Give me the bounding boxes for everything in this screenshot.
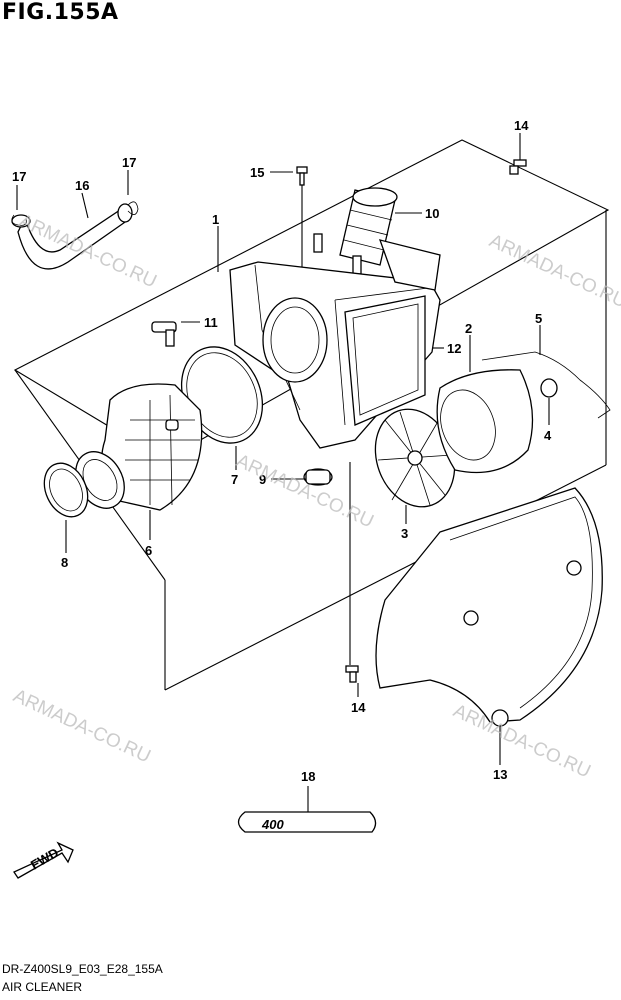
fwd-arrow-icon: FWD xyxy=(13,841,74,879)
air-cleaner-case xyxy=(229,239,441,449)
figure-title: FIG.155A xyxy=(2,0,119,25)
callout-17a: 17 xyxy=(12,169,26,184)
screw-15 xyxy=(296,166,308,186)
leader-lines xyxy=(16,133,550,812)
decal-text: 400 xyxy=(261,817,284,832)
figure-name: AIR CLEANER xyxy=(2,980,83,994)
breather-hose xyxy=(11,203,133,270)
callout-7: 7 xyxy=(231,472,238,487)
callout-16: 16 xyxy=(75,178,89,193)
watermark-3: ARMADA-CO.RU xyxy=(233,450,377,532)
callout-3: 3 xyxy=(401,526,408,541)
callout-13: 13 xyxy=(493,767,507,782)
callout-18: 18 xyxy=(301,769,315,784)
screw-14-bottom xyxy=(345,665,359,683)
pin-10 xyxy=(352,255,362,275)
callout-10: 10 xyxy=(425,206,439,221)
callout-14-bottom: 14 xyxy=(351,700,366,715)
callout-4: 4 xyxy=(544,428,552,443)
side-cover xyxy=(375,487,603,727)
pin xyxy=(313,233,323,253)
figure-code: DR-Z400SL9_E03_E28_155A xyxy=(2,962,163,976)
callout-9: 9 xyxy=(259,472,266,487)
washer-4 xyxy=(540,378,558,398)
callout-8: 8 xyxy=(61,555,68,570)
callout-6: 6 xyxy=(145,543,152,558)
callout-1: 1 xyxy=(212,212,219,227)
screw-14-top xyxy=(509,159,527,175)
callout-labels: 17 16 17 15 1 10 14 11 12 2 5 4 7 9 3 6 … xyxy=(12,118,552,784)
callout-2: 2 xyxy=(465,321,472,336)
callout-17b: 17 xyxy=(122,155,136,170)
filter-cage xyxy=(374,408,456,508)
wire-clip xyxy=(481,351,611,419)
callout-15: 15 xyxy=(250,165,264,180)
clamp-8 xyxy=(43,462,89,518)
watermark-4: ARMADA-CO.RU xyxy=(10,685,154,767)
decal-18: 400 xyxy=(237,811,377,833)
fwd-label: FWD xyxy=(28,845,61,873)
filter-element xyxy=(436,369,534,474)
duct-nipple xyxy=(165,419,179,431)
callout-11: 11 xyxy=(204,315,218,330)
hose-clamp xyxy=(11,201,139,226)
callout-5: 5 xyxy=(535,311,542,326)
intake-boot xyxy=(339,187,398,266)
fitting-11 xyxy=(151,321,177,347)
cap-9 xyxy=(303,468,333,486)
callout-12: 12 xyxy=(447,341,461,356)
watermark-2: ARMADA-CO.RU xyxy=(486,230,621,312)
callout-14-top: 14 xyxy=(514,118,529,133)
